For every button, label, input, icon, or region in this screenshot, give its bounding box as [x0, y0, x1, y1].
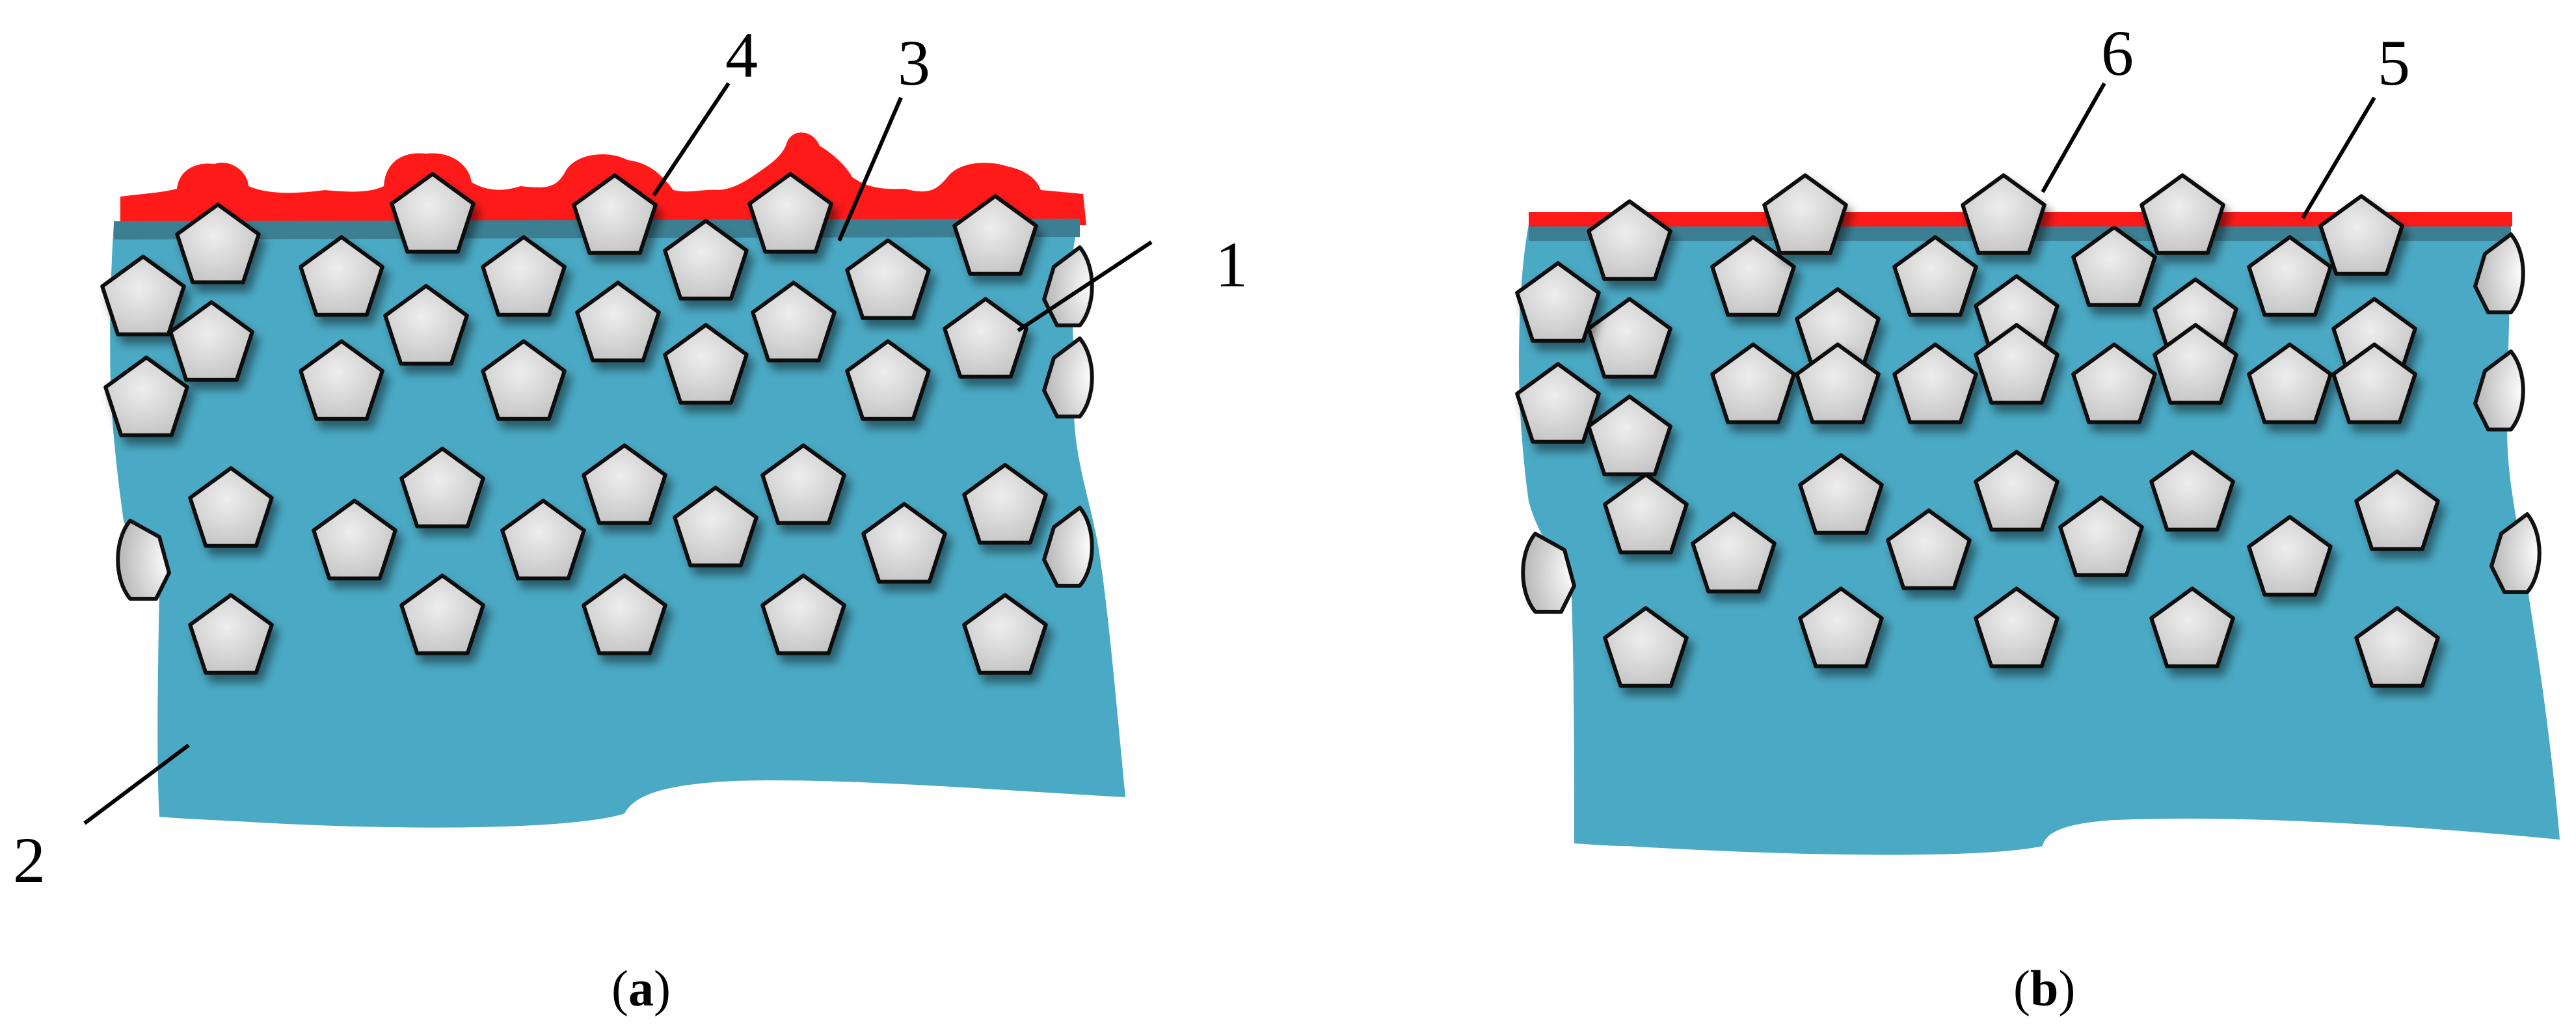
exposed-grain: [1764, 175, 1846, 253]
exposed-grain: [2320, 196, 2402, 273]
panel-a-rough-coating: [102, 133, 1125, 828]
exposed-grain: [2141, 175, 2223, 253]
exposed-grain: [1963, 175, 2045, 253]
leader-line-4: [654, 83, 729, 195]
label-5: 5: [2378, 27, 2410, 99]
panel-b-smooth-coating: [1517, 175, 2560, 854]
label-3: 3: [898, 27, 930, 99]
caption-a: (a): [611, 960, 671, 1017]
caption-b: (b): [2013, 960, 2075, 1017]
leader-line-6: [2043, 83, 2104, 192]
label-4: 4: [725, 19, 758, 91]
label-6: 6: [2101, 17, 2134, 89]
label-2: 2: [13, 824, 46, 896]
label-1: 1: [1215, 228, 1248, 301]
